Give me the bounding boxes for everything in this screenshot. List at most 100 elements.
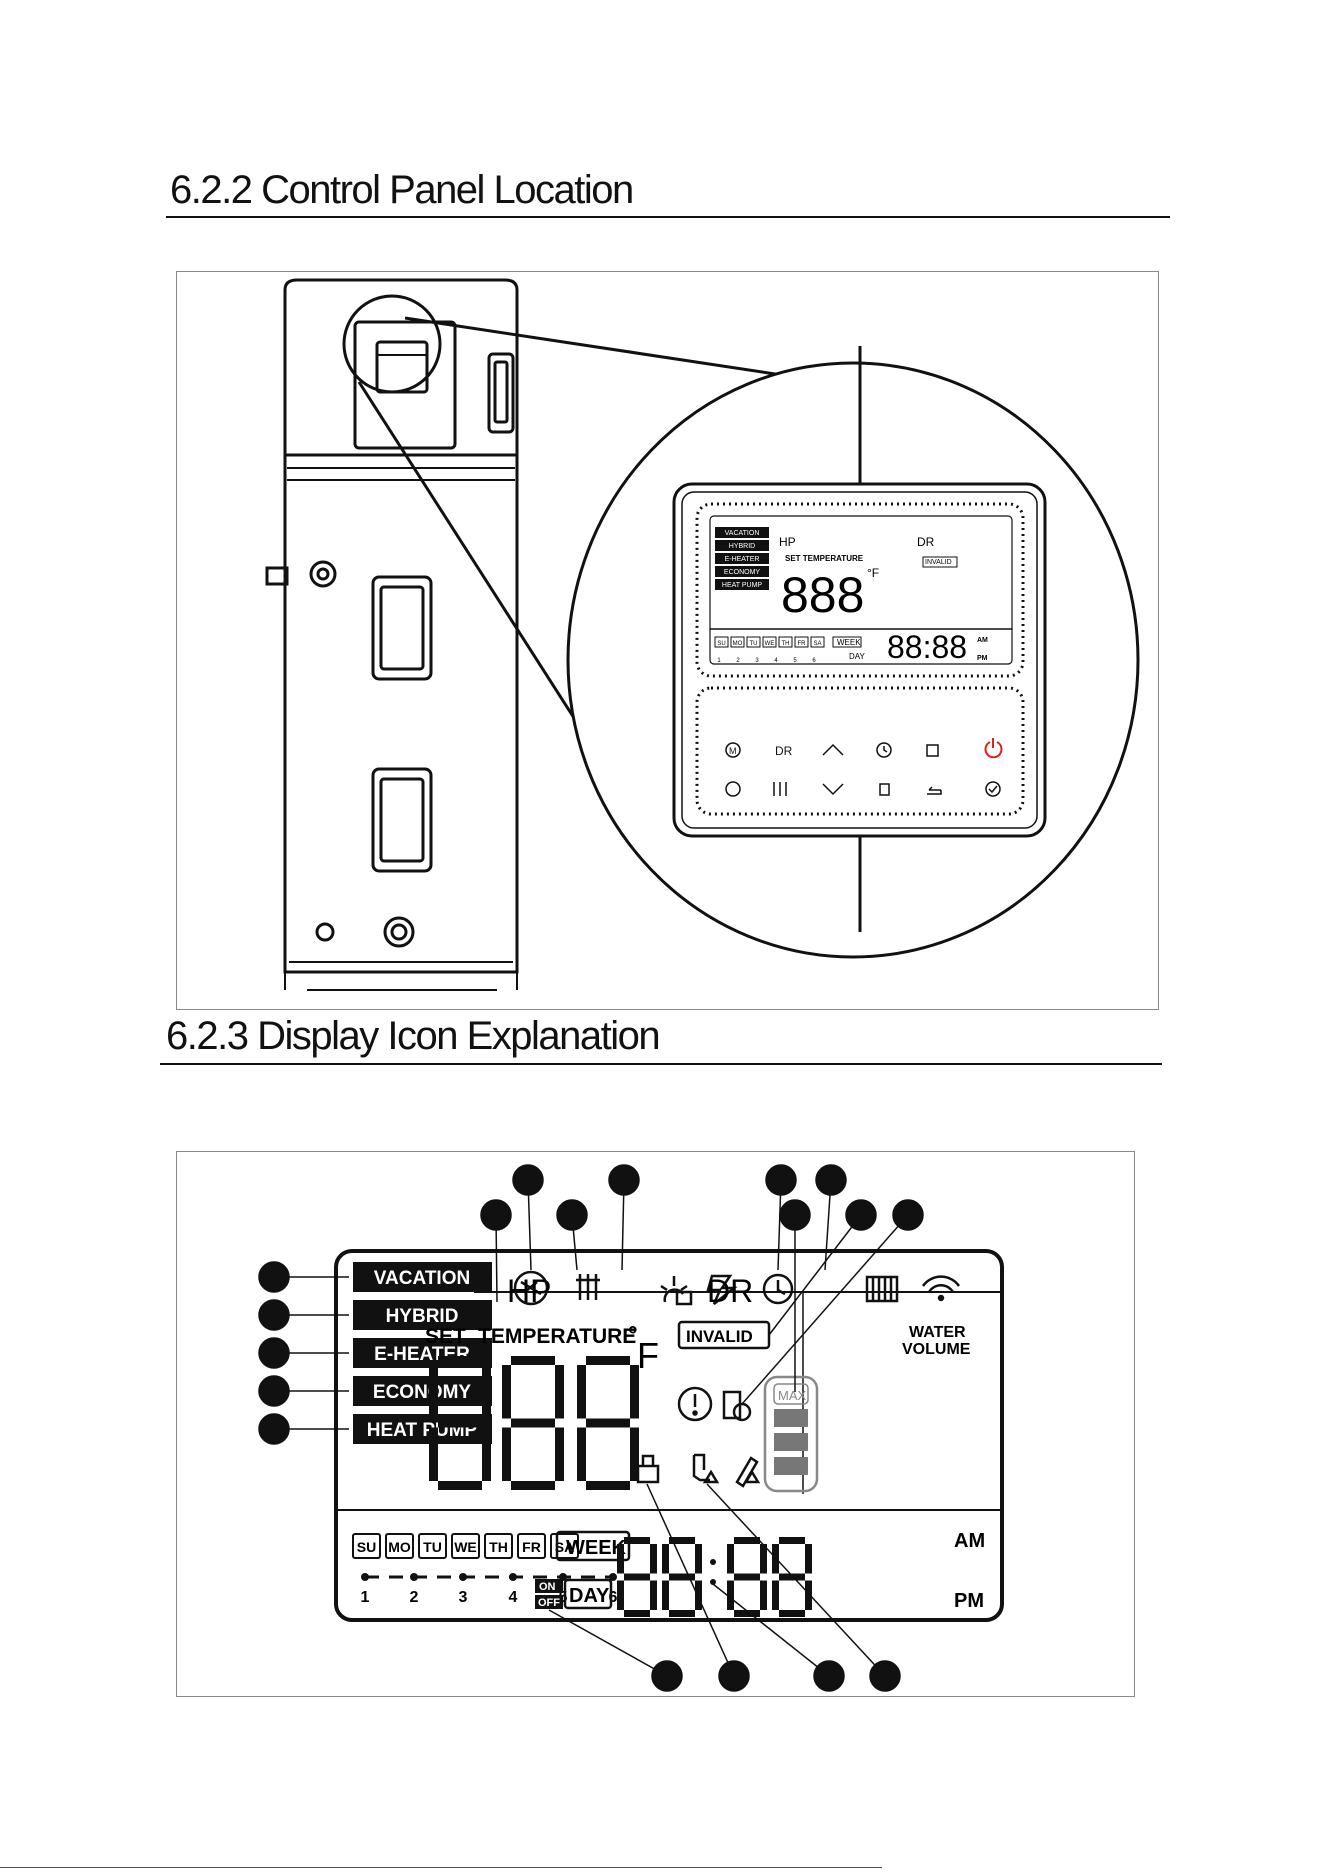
callout-marker bbox=[845, 1199, 877, 1231]
grid-icon bbox=[675, 1290, 693, 1306]
top-icon-row bbox=[513, 1270, 961, 1306]
panel-lcd-mode-box bbox=[715, 540, 769, 551]
callout-marker bbox=[815, 1164, 847, 1196]
panel-lcd-day-fr: FR bbox=[798, 641, 807, 647]
clock-colon-top bbox=[710, 1559, 716, 1565]
lcd-frame bbox=[334, 1249, 1004, 1622]
panel-lcd-mode-box bbox=[715, 527, 769, 538]
panel-lcd-dr: DR bbox=[917, 535, 935, 549]
heater-icon[interactable] bbox=[773, 782, 787, 796]
period-label: 5 bbox=[559, 1589, 568, 1606]
panel-lcd-day-we: WE bbox=[765, 641, 775, 647]
power-grid-icon bbox=[706, 1274, 738, 1305]
dr-label: DR bbox=[707, 1273, 753, 1309]
water-volume-gauge: MAX bbox=[763, 1375, 819, 1493]
max-label: MAX bbox=[778, 1388, 807, 1403]
panel-lcd-day-su: SU bbox=[717, 641, 725, 647]
panel-lcd-period: 5 bbox=[793, 658, 797, 664]
panel-lcd-day-th: TH bbox=[782, 641, 790, 647]
week-label: WEEK bbox=[566, 1537, 627, 1559]
title-rule bbox=[160, 1063, 1162, 1065]
seven-segment-digit bbox=[577, 1356, 639, 1490]
fahrenheit-label: F bbox=[637, 1335, 659, 1376]
panel-lcd-day-sa: SA bbox=[813, 641, 821, 647]
mode-label-economy: ECONOMY bbox=[373, 1382, 472, 1403]
panel-lcd-day-box bbox=[746, 636, 761, 648]
panel-lcd-mode-heat-pump: HEAT PUMP bbox=[722, 582, 763, 589]
title-rule bbox=[166, 216, 1170, 218]
panel-lcd-mode-vacation: VACATION bbox=[725, 530, 760, 537]
degree-symbol: ° bbox=[628, 1322, 638, 1349]
callout-marker bbox=[813, 1660, 845, 1692]
callout-marker bbox=[608, 1164, 640, 1196]
seven-segment-digit bbox=[429, 1356, 491, 1490]
seven-segment-digit bbox=[617, 1537, 657, 1617]
panel-lcd-digits: 888 bbox=[781, 567, 864, 623]
day-label-su: SU bbox=[357, 1539, 376, 1555]
callout-marker bbox=[779, 1199, 811, 1231]
mode-label-vacation: VACATION bbox=[374, 1268, 470, 1289]
day-box bbox=[550, 1533, 579, 1559]
copy-icon[interactable] bbox=[926, 744, 939, 757]
day-box bbox=[517, 1533, 546, 1559]
period-dot bbox=[609, 1573, 617, 1581]
back-icon[interactable] bbox=[927, 786, 942, 795]
footer-rule bbox=[0, 1867, 882, 1868]
period-dot bbox=[361, 1573, 369, 1581]
callout-marker bbox=[718, 1660, 750, 1692]
alert-icon bbox=[677, 1386, 713, 1422]
callout-marker bbox=[512, 1164, 544, 1196]
panel-lcd-mode-economy: ECONOMY bbox=[724, 569, 761, 576]
mode-box bbox=[353, 1376, 492, 1406]
hp-label: HP bbox=[507, 1273, 551, 1309]
section-title-display-icons: 6.2.3 Display Icon Explanation bbox=[166, 1014, 661, 1058]
panel-lcd-period: 1 bbox=[717, 658, 721, 664]
period-dot bbox=[459, 1573, 467, 1581]
panel-lcd-period: 3 bbox=[755, 658, 759, 664]
water-volume-label-1: WATER bbox=[909, 1324, 966, 1341]
day-box bbox=[451, 1533, 480, 1559]
period-label: 6 bbox=[609, 1589, 618, 1606]
temperature-digits bbox=[429, 1356, 639, 1490]
callout-marker bbox=[480, 1199, 512, 1231]
day-label-tu: TU bbox=[423, 1539, 442, 1555]
panel-lcd-am: AM bbox=[977, 637, 988, 644]
callout-leader bbox=[548, 1609, 668, 1677]
confirm-icon[interactable] bbox=[985, 781, 1001, 797]
tank-icon bbox=[865, 1275, 899, 1303]
down-arrow-icon[interactable] bbox=[822, 783, 844, 796]
water-heater-unit bbox=[265, 278, 519, 991]
day-label-mo: MO bbox=[388, 1539, 411, 1555]
clock-digits bbox=[617, 1537, 812, 1617]
period-label: 1 bbox=[361, 1589, 370, 1606]
defrost-icon[interactable] bbox=[725, 781, 741, 797]
day-label-fr: FR bbox=[522, 1539, 541, 1555]
callout-leader bbox=[741, 1214, 909, 1405]
day-label-th: TH bbox=[489, 1539, 508, 1555]
zoom-source-circle bbox=[342, 294, 442, 394]
power-icon[interactable] bbox=[984, 741, 1003, 759]
day-label-we: WE bbox=[454, 1539, 477, 1555]
off-label: OFF bbox=[538, 1597, 560, 1609]
seven-segment-digit bbox=[772, 1537, 812, 1617]
am-label: AM bbox=[954, 1530, 985, 1552]
clock-colon-bottom bbox=[710, 1579, 716, 1585]
day-label-sa: SA bbox=[555, 1539, 574, 1555]
panel-lcd-day-mo: MO bbox=[733, 641, 743, 647]
callout-marker bbox=[258, 1413, 290, 1445]
panel-lcd-day-tu: TU bbox=[750, 641, 758, 647]
callout-leader bbox=[706, 1483, 886, 1677]
panel-lcd-invalid: INVALID bbox=[925, 559, 952, 566]
lock-icon bbox=[636, 1454, 660, 1484]
clock-icon[interactable] bbox=[876, 742, 892, 758]
delete-icon[interactable] bbox=[879, 783, 890, 796]
callout-marker bbox=[258, 1337, 290, 1369]
dr-button[interactable]: DR bbox=[775, 744, 793, 758]
up-arrow-icon[interactable] bbox=[822, 743, 844, 756]
callout-marker bbox=[892, 1199, 924, 1231]
mode-button-icon[interactable] bbox=[725, 742, 741, 758]
